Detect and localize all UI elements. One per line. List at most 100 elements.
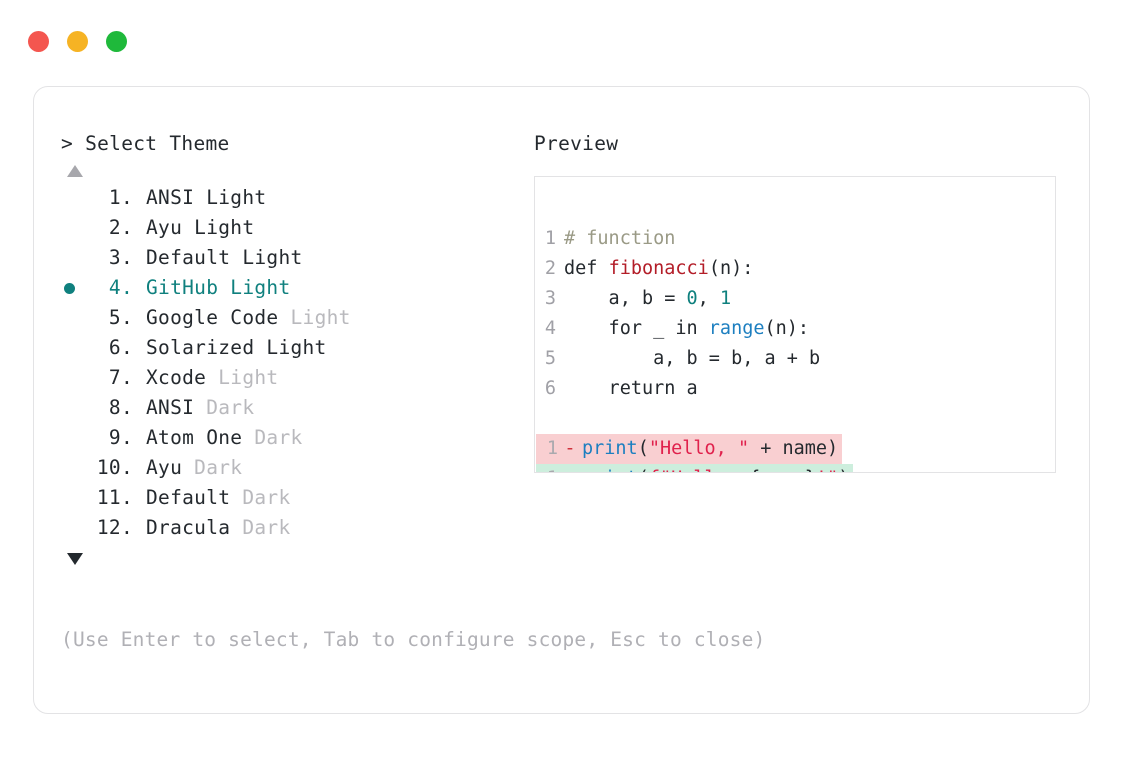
line-number: 4 [544, 318, 556, 339]
theme-list-item[interactable]: 9. Atom One Dark [61, 423, 531, 453]
theme-list-item[interactable]: 6. Solarized Light [61, 333, 531, 363]
theme-item-variant: Light [278, 306, 351, 329]
code-line: 4 for _ in range(n): [536, 314, 1055, 344]
code-token: a, b = b, a + b [564, 348, 821, 369]
code-line-text: for _ in range(n): [564, 314, 810, 344]
code-token: ( [638, 468, 649, 472]
minimize-button[interactable] [67, 31, 88, 52]
code-token: f"Hello, [649, 468, 749, 472]
code-line: 6 return a [536, 374, 1055, 404]
code-token: 1 [719, 288, 732, 309]
theme-list-item[interactable]: 8. ANSI Dark [61, 393, 531, 423]
code-line-text: a, b = b, a + b [564, 344, 820, 374]
code-line: 3 a, b = 0, 1 [536, 284, 1055, 314]
diff-sign: - [564, 438, 576, 459]
code-token: fibonacci [608, 258, 709, 279]
selection-bullet-slot [61, 453, 89, 483]
theme-item-index: 3. [108, 246, 133, 269]
selection-bullet-slot [61, 483, 89, 513]
selection-bullet-slot [61, 363, 89, 393]
selection-bullet-slot [61, 513, 89, 543]
diff-line-number: 1 [546, 438, 558, 459]
code-token: ( [637, 438, 649, 459]
code-token: , [697, 288, 720, 309]
theme-list-item[interactable]: 10. Ayu Dark [61, 453, 531, 483]
code-line-text: a, b = 0, 1 [564, 284, 732, 314]
theme-list-item[interactable]: 4. GitHub Light [61, 273, 531, 303]
spacer [133, 423, 146, 453]
code-token: for _ in [564, 318, 709, 339]
selection-bullet-slot [61, 303, 89, 333]
maximize-button[interactable] [106, 31, 127, 52]
theme-list-item[interactable]: 2. Ayu Light [61, 213, 531, 243]
spacer [133, 483, 146, 513]
code-token: range [708, 318, 765, 339]
selection-bullet-slot [61, 273, 89, 303]
spacer [133, 213, 146, 243]
code-token: !" [816, 468, 838, 472]
preview-box: 1 # function 2 def fibonacci (n): 3 a, b = 0,… [534, 176, 1056, 473]
theme-list-item[interactable]: 11. Default Dark [61, 483, 531, 513]
spacer [133, 363, 146, 393]
diff-line-body: 1+print(f"Hello, {name}!") [536, 464, 854, 472]
selection-bullet-slot [61, 243, 89, 273]
theme-item-index: 4. [108, 276, 133, 299]
line-number: 2 [544, 258, 556, 279]
code-token: print [582, 468, 638, 472]
diff-line-text: print("Hello, " + name) [582, 434, 838, 464]
selected-bullet-icon [64, 282, 75, 294]
close-button[interactable] [28, 31, 49, 52]
preview-title: Preview [534, 132, 619, 155]
theme-list-item[interactable]: 7. Xcode Light [61, 363, 531, 393]
spacer [133, 183, 146, 213]
theme-item-variant: Dark [230, 516, 291, 539]
theme-item-name: Ayu Light [146, 216, 255, 239]
keyboard-hint: (Use Enter to select, Tab to configure s… [61, 628, 766, 651]
diff-line-added: 1+print(f"Hello, {name}!") [536, 464, 1055, 472]
code-token: print [582, 438, 638, 459]
theme-item-name: GitHub Light [146, 276, 291, 299]
code-line: 5 a, b = b, a + b [536, 344, 1055, 374]
theme-item-name: Xcode [146, 366, 207, 389]
theme-item-index: 2. [108, 216, 133, 239]
spacer [133, 513, 146, 543]
spacer [133, 273, 146, 303]
theme-item-index: 1. [108, 186, 133, 209]
diff-line-body: 1-print("Hello, " + name) [536, 434, 843, 464]
code-line-text: return a [564, 374, 698, 404]
code-token: ) [838, 468, 849, 472]
triangle-up-icon[interactable] [67, 165, 83, 177]
theme-list-item[interactable]: 1. ANSI Light [61, 183, 531, 213]
prompt-label: > Select Theme [61, 132, 230, 155]
diff-line-removed: 1-print("Hello, " + name) [536, 434, 1055, 464]
theme-item-name: Google Code [146, 306, 279, 329]
code-preview: 1 # function 2 def fibonacci (n): 3 a, b = 0,… [536, 224, 1055, 472]
theme-list-item[interactable]: 3. Default Light [61, 243, 531, 273]
diff-line-text: print(f"Hello, {name}!") [582, 464, 849, 472]
selection-bullet-slot [61, 393, 89, 423]
theme-item-name: Ayu [146, 456, 183, 479]
line-number: 6 [544, 378, 556, 399]
theme-item-variant: Dark [182, 456, 243, 479]
theme-item-index: 5. [108, 306, 133, 329]
line-number: 5 [544, 348, 556, 369]
code-token: {name} [749, 468, 816, 472]
theme-item-name: Default Light [146, 246, 303, 269]
triangle-down-icon[interactable] [67, 553, 83, 565]
theme-item-index: 8. [108, 396, 133, 419]
spacer [133, 303, 146, 333]
theme-list-item[interactable]: 12. Dracula Dark [61, 513, 531, 543]
line-number: 3 [544, 288, 556, 309]
window-controls [28, 31, 127, 52]
code-token: (n): [764, 318, 810, 339]
theme-item-variant: Dark [242, 426, 303, 449]
code-line-text: # function [564, 224, 675, 254]
code-token: + name) [749, 438, 839, 459]
theme-list-item[interactable]: 5. Google Code Light [61, 303, 531, 333]
code-token: def [564, 258, 609, 279]
theme-item-index: 6. [108, 336, 133, 359]
theme-item-index: 11. [96, 486, 133, 509]
selection-bullet-slot [61, 333, 89, 363]
